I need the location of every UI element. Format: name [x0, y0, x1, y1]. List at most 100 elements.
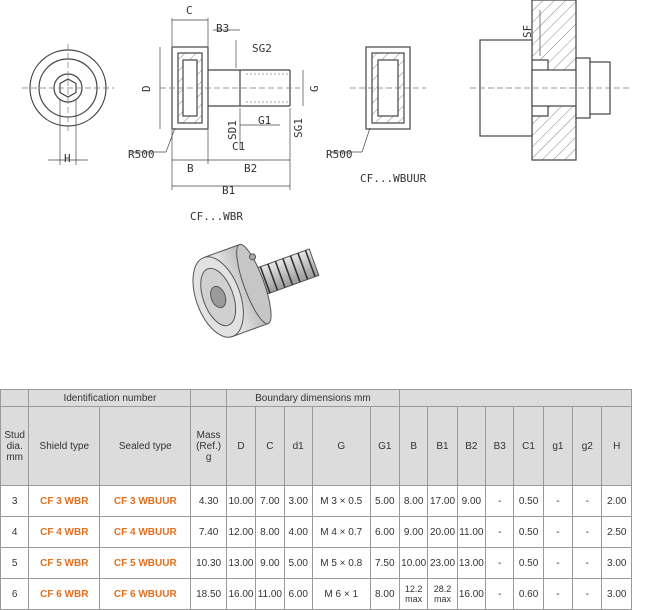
cell-shield[interactable]: CF 6 WBR: [28, 578, 101, 610]
cell-g: M 5 × 0.8: [311, 547, 371, 579]
label-g1: G1: [258, 114, 271, 127]
label-sf: SF: [521, 25, 534, 38]
cell-c: 9.00: [255, 547, 285, 579]
group-header-row: Identification number Boundary dimension…: [0, 389, 633, 407]
cell-mass: 18.50: [190, 578, 227, 610]
section-view-wbr: [130, 18, 304, 190]
cell-g: M 4 × 0.7: [311, 516, 371, 548]
header-C: C: [255, 406, 285, 486]
cell-b3: -: [485, 485, 515, 517]
cell-stud: 5: [0, 547, 30, 579]
cell-h: 2.50: [601, 516, 632, 548]
cell-g2: -: [572, 516, 603, 548]
cell-mass: 7.40: [190, 516, 227, 548]
cell-c: 7.00: [255, 485, 285, 517]
label-b2: B2: [244, 162, 257, 175]
cell-d: 16.00: [225, 578, 257, 610]
label-d: D: [140, 85, 153, 92]
label-g: G: [308, 85, 321, 92]
header-d1: d1: [283, 406, 313, 486]
header-blank: [0, 389, 30, 407]
caption-wbuur: CF...WBUUR: [360, 172, 427, 185]
cell-b2: 9.00: [456, 485, 487, 517]
header-stud-line: Stud: [4, 429, 25, 441]
front-view: [22, 44, 114, 165]
header-mass-line: g: [205, 451, 212, 463]
section-view-wbuur: [330, 46, 426, 153]
label-sg2: SG2: [252, 42, 272, 55]
header-g1: g1: [542, 406, 574, 486]
cell-g1: 5.00: [369, 485, 400, 517]
cell-d1: 5.00: [283, 547, 313, 579]
cell-g: M 6 × 1: [311, 578, 371, 610]
cell-h: 2.00: [601, 485, 632, 517]
cell-c1: 0.50: [513, 516, 544, 548]
label-b3: B3: [216, 22, 229, 35]
cell-b2: 11.00: [456, 516, 487, 548]
header-G1: G1: [369, 406, 400, 486]
cell-h: 3.00: [601, 547, 632, 579]
cell-g1: -: [542, 547, 574, 579]
cell-d1: 6.00: [283, 578, 313, 610]
cell-mass: 4.30: [190, 485, 227, 517]
technical-drawing: H C B3 SG2 D G G1 SG1 SD1 C1 B: [22, 0, 630, 338]
label-r500-left: R500: [128, 148, 155, 161]
cell-c: 8.00: [255, 516, 285, 548]
cell-c: 11.00: [255, 578, 285, 610]
label-h: H: [64, 152, 71, 165]
cell-g2: -: [572, 578, 603, 610]
column-header-row: Stud dia. mm Shield type Sealed type Mas…: [0, 406, 632, 486]
cell-g1: 7.50: [369, 547, 400, 579]
header-stud-line: dia.: [6, 440, 23, 452]
cell-b1: 23.00: [427, 547, 458, 579]
cell-b1: 28.2 max: [427, 578, 458, 610]
label-c1: C1: [232, 140, 245, 153]
label-r500-right: R500: [326, 148, 353, 161]
product-image: [192, 243, 320, 338]
cell-g2: -: [572, 547, 603, 579]
header-mass-line: (Ref.): [196, 440, 222, 452]
cell-stud: 6: [0, 578, 30, 610]
cell-sealed[interactable]: CF 6 WBUUR: [99, 578, 192, 610]
header-B2: B2: [456, 406, 487, 486]
header-identification: Identification number: [28, 389, 192, 407]
cell-g1: -: [542, 485, 574, 517]
header-shield: Shield type: [28, 406, 101, 486]
header-stud: Stud dia. mm: [0, 406, 30, 486]
header-B1: B1: [427, 406, 458, 486]
header-H: H: [601, 406, 632, 486]
label-sd1: SD1: [226, 120, 239, 140]
cell-h: 3.00: [601, 578, 632, 610]
cell-b3: -: [485, 547, 515, 579]
cell-d: 10.00: [225, 485, 257, 517]
cell-b3: -: [485, 516, 515, 548]
header-B: B: [398, 406, 429, 486]
cell-c1: 0.50: [513, 485, 544, 517]
cell-c1: 0.50: [513, 547, 544, 579]
cell-sealed[interactable]: CF 3 WBUUR: [99, 485, 192, 517]
header-D: D: [225, 406, 257, 486]
spec-table: Identification number Boundary dimension…: [0, 389, 633, 610]
cell-d: 12.00: [225, 516, 257, 548]
cell-sealed[interactable]: CF 5 WBUUR: [99, 547, 192, 579]
cell-d1: 3.00: [283, 485, 313, 517]
cell-shield[interactable]: CF 5 WBR: [28, 547, 101, 579]
cell-g1: -: [542, 578, 574, 610]
cell-g1: -: [542, 516, 574, 548]
cell-c1: 0.60: [513, 578, 544, 610]
mounted-view: [470, 0, 630, 161]
header-C1: C1: [513, 406, 544, 486]
cell-shield[interactable]: CF 3 WBR: [28, 485, 101, 517]
cell-b1: 17.00: [427, 485, 458, 517]
header-mass: Mass (Ref.) g: [190, 406, 227, 486]
cell-shield[interactable]: CF 4 WBR: [28, 516, 101, 548]
cell-g1: 6.00: [369, 516, 400, 548]
cell-sealed[interactable]: CF 4 WBUUR: [99, 516, 192, 548]
cell-g2: -: [572, 485, 603, 517]
cell-mass: 10.30: [190, 547, 227, 579]
label-b1: B1: [222, 184, 235, 197]
